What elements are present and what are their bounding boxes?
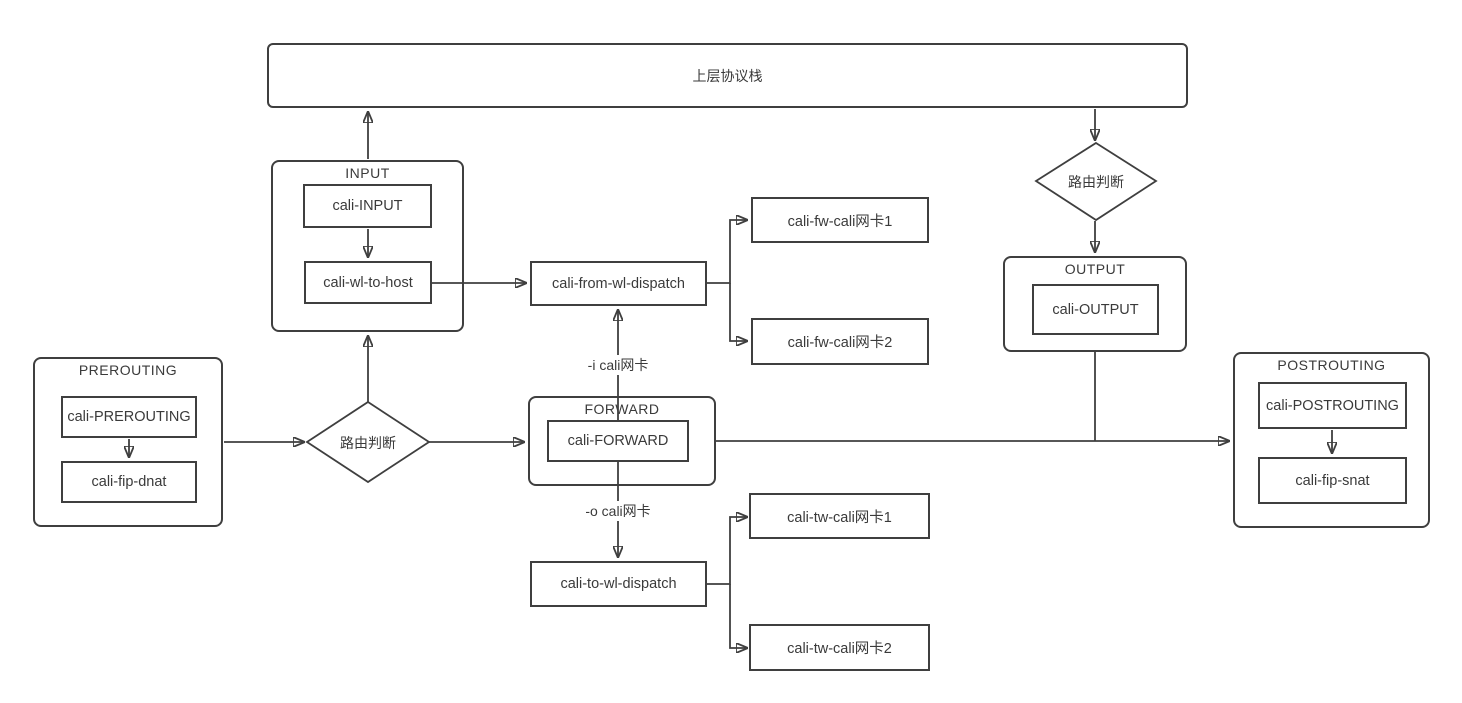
edge-dispatch-to-tw2	[729, 584, 747, 648]
edge-label-input-interface: -i cali网卡	[583, 355, 653, 375]
edge-label-output-interface: -o cali网卡	[581, 501, 655, 521]
box-cali-tw-interface-1: cali-tw-cali网卡1	[749, 493, 930, 539]
box-cali-fw-interface-2: cali-fw-cali网卡2	[751, 318, 929, 365]
box-cali-to-wl-dispatch: cali-to-wl-dispatch	[530, 561, 707, 607]
box-cali-from-wl-dispatch: cali-from-wl-dispatch	[530, 261, 707, 306]
protocol-stack-box: 上层协议栈	[267, 43, 1188, 108]
edge-dispatch-to-fw1	[707, 220, 747, 284]
forward-chain-title: FORWARD	[584, 401, 660, 417]
edge-dispatch-to-tw1	[707, 517, 747, 585]
rule-box-cali-input: cali-INPUT	[303, 184, 432, 228]
rule-box-cali-output: cali-OUTPUT	[1032, 284, 1159, 335]
edge-dispatch-to-fw2	[729, 283, 747, 341]
rule-box-cali-forward: cali-FORWARD	[547, 420, 689, 462]
output-chain-title: OUTPUT	[1064, 261, 1126, 277]
postrouting-chain-title: POSTROUTING	[1277, 357, 1386, 373]
rule-box-cali-fip-dnat: cali-fip-dnat	[61, 461, 197, 503]
input-chain-title: INPUT	[345, 165, 390, 181]
routing-decision-right-label: 路由判断	[1068, 174, 1124, 190]
rule-box-cali-postrouting: cali-POSTROUTING	[1258, 382, 1407, 429]
rule-box-cali-fip-snat: cali-fip-snat	[1258, 457, 1407, 504]
rule-box-cali-wl-to-host: cali-wl-to-host	[304, 261, 432, 304]
routing-decision-left-label: 路由判断	[340, 435, 396, 451]
box-cali-tw-interface-2: cali-tw-cali网卡2	[749, 624, 930, 671]
box-cali-fw-interface-1: cali-fw-cali网卡1	[751, 197, 929, 243]
rule-box-cali-prerouting: cali-PREROUTING	[61, 396, 197, 438]
prerouting-chain-title: PREROUTING	[78, 362, 178, 378]
protocol-stack-label: 上层协议栈	[692, 67, 763, 84]
